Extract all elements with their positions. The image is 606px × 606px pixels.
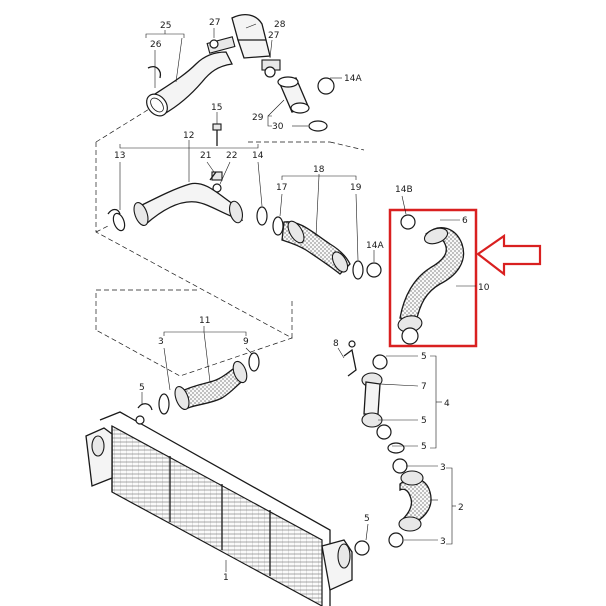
callout-1: 1: [223, 573, 229, 583]
callout-3-r1: 3: [440, 463, 446, 473]
callout-3-r2: 3: [440, 537, 446, 547]
callout-5-r1: 5: [421, 352, 427, 362]
callout-14a-mid: 14A: [366, 241, 384, 251]
callout-3-left: 3: [158, 337, 164, 347]
callout-12: 12: [183, 131, 194, 141]
callout-13: 13: [114, 151, 125, 161]
hose-10: [397, 214, 465, 345]
callout-17: 17: [276, 183, 287, 193]
callout-29: 29: [252, 113, 264, 123]
callout-5-left: 5: [139, 383, 145, 393]
callout-labels: 25 26 27 28 27 14A 29 30 15 12 13 21 22 …: [114, 18, 490, 583]
callout-15: 15: [211, 103, 222, 113]
callout-7: 7: [421, 382, 427, 392]
hose-18: [272, 216, 382, 280]
callout-21: 21: [200, 151, 211, 161]
highlight-box: [388, 208, 478, 348]
leader-lines: [119, 23, 476, 572]
callout-5-r3: 5: [421, 442, 427, 452]
hose-2: [388, 458, 432, 548]
callout-25: 25: [160, 21, 171, 31]
right-pipe-chain: [343, 340, 405, 454]
hose-11: [137, 352, 260, 415]
highlight-arrow: [476, 233, 542, 277]
callout-27-top: 27: [209, 18, 220, 28]
callout-9: 9: [243, 337, 249, 347]
callout-5-r2: 5: [421, 416, 427, 426]
callout-5-bottom: 5: [364, 514, 370, 524]
intercooler-1: [85, 411, 370, 606]
callout-22: 22: [226, 151, 237, 161]
callout-10: 10: [478, 283, 490, 293]
callout-14a-top: 14A: [344, 74, 362, 84]
callout-26: 26: [150, 40, 162, 50]
callout-2: 2: [458, 503, 464, 513]
callout-27-lower: 27: [268, 31, 279, 41]
highlight-annotation: [388, 208, 542, 348]
intake-pipe-12: [107, 171, 268, 232]
callout-19: 19: [350, 183, 362, 193]
callout-18: 18: [313, 165, 325, 175]
callout-6: 6: [462, 216, 468, 226]
callout-11: 11: [199, 316, 210, 326]
callout-14b: 14B: [395, 185, 413, 195]
callout-28: 28: [274, 20, 286, 30]
callout-8: 8: [333, 339, 339, 349]
callout-4: 4: [444, 399, 450, 409]
bolt-group: [211, 123, 223, 193]
callout-14: 14: [252, 151, 264, 161]
callout-30: 30: [272, 122, 284, 132]
top-air-duct-group: [146, 13, 335, 132]
